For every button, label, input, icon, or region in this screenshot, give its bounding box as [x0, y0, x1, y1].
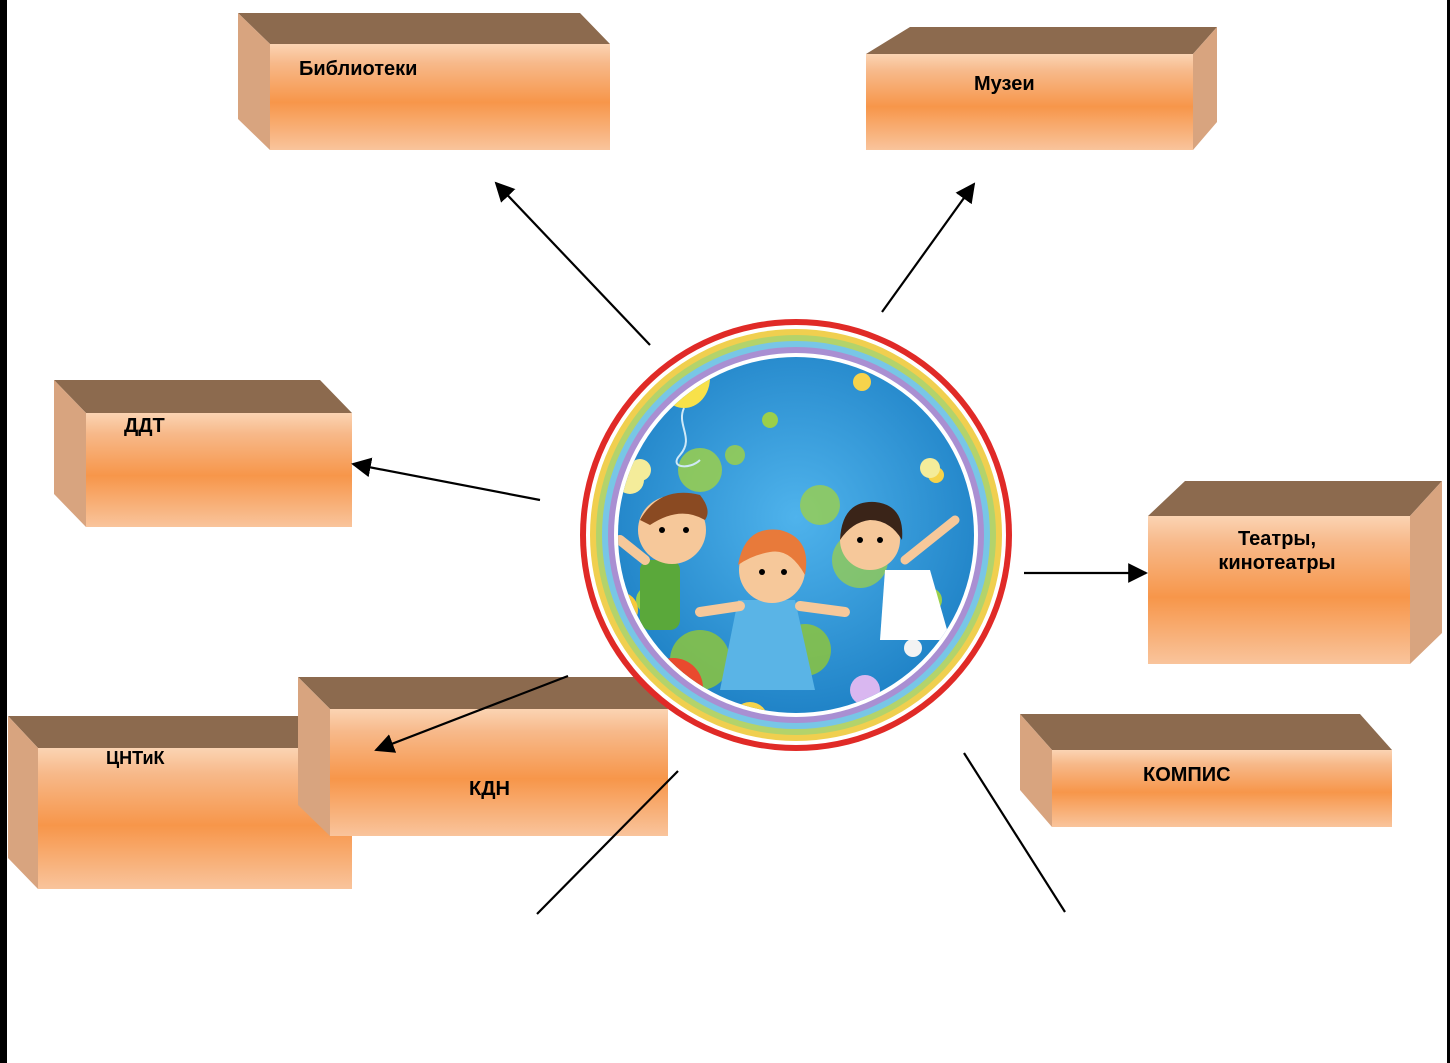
- box-libraries: [238, 13, 610, 150]
- line-to-kdn: [536, 770, 679, 915]
- box-museums: [866, 27, 1217, 150]
- box-label-theatres: Театры, кинотеатры: [1185, 527, 1369, 575]
- box-label-kompis: КОМПИС: [1143, 764, 1231, 786]
- arrow-to-ddt: [351, 457, 541, 502]
- box-theatres: [1148, 481, 1442, 664]
- box-label-cntik: ЦНТиК: [106, 748, 165, 768]
- box-label-libraries: Библиотеки: [299, 58, 418, 80]
- box-kompis: [1020, 714, 1392, 827]
- box-label-theatres-line2: кинотеатры: [1218, 552, 1336, 574]
- box-label-museums: Музеи: [974, 73, 1035, 95]
- box-label-kdn: КДН: [469, 778, 510, 800]
- box-cntik: [8, 716, 352, 889]
- page-border-left: [0, 0, 7, 1063]
- arrow-to-libraries: [494, 181, 651, 346]
- arrow-to-cntik: [374, 674, 569, 753]
- box-kdn: [298, 677, 668, 836]
- page-border-right: [1447, 0, 1450, 1063]
- children-emblem-icon: [580, 319, 1012, 751]
- line-to-kompis: [963, 752, 1066, 913]
- arrow-to-museums: [881, 182, 976, 313]
- box-label-theatres-line1: Театры,: [1237, 528, 1317, 550]
- box-label-ddt: ДДТ: [124, 415, 165, 437]
- box-ddt: [54, 380, 352, 527]
